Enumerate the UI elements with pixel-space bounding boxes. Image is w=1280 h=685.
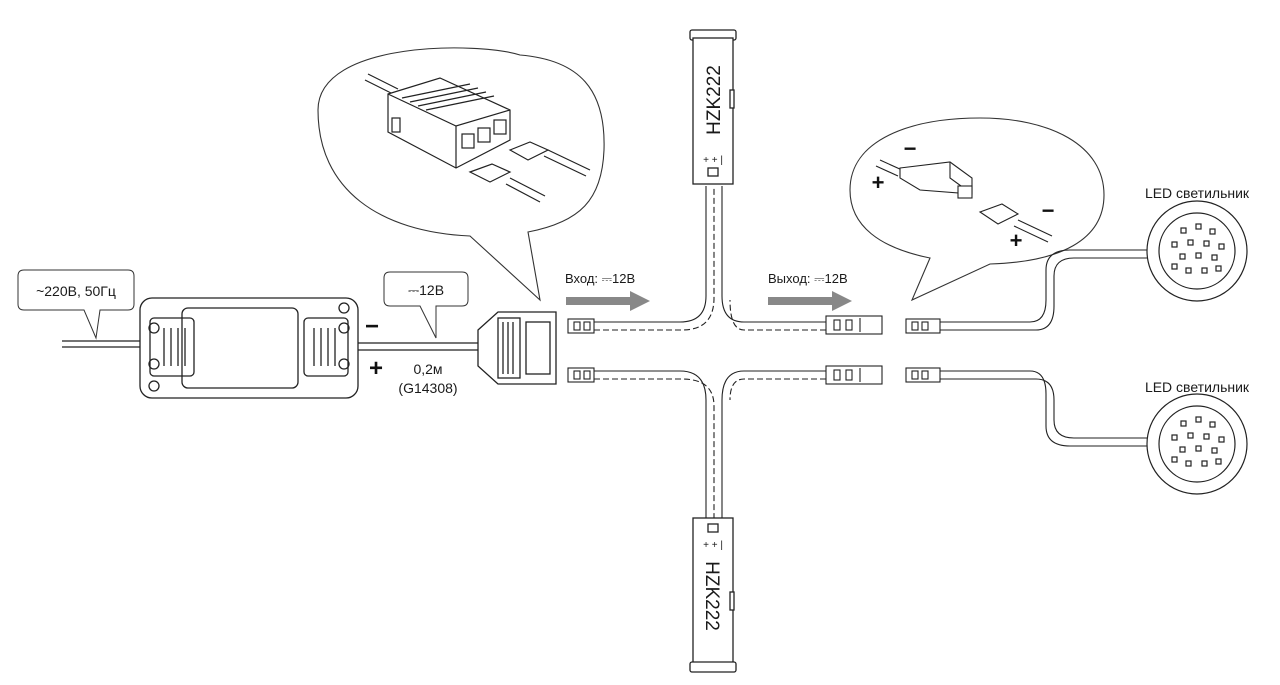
socket-connector (825, 315, 883, 335)
led-light-bottom-label: LED светильник (1145, 379, 1250, 395)
mains-cable (62, 340, 140, 348)
led-wiring (940, 249, 1150, 447)
callout-plus-sign: + (872, 170, 885, 195)
connector-pair-icon (875, 159, 1053, 243)
output-voltage-bubble: ⎓12В (383, 271, 469, 339)
switch-wiring (594, 186, 826, 520)
callout-minus-sign-2: − (1042, 198, 1055, 223)
led-light-top (1146, 200, 1248, 302)
hzk222-switch-bottom (689, 517, 737, 673)
input-voltage-label: Вход: ⎓12В (565, 271, 635, 286)
socket-connector (825, 365, 883, 385)
power-supply (139, 297, 359, 399)
screw-icon (148, 358, 160, 370)
connector-detail-callout: − + − + (849, 117, 1105, 302)
switch-bottom-model-label: HZK222 (701, 561, 722, 631)
distributor-block (477, 311, 557, 385)
switch-top-model-label: HZK222 (704, 65, 725, 135)
plug-connector (567, 367, 595, 383)
plug-connector (905, 367, 941, 383)
switch-top-pin-marks: + + | (703, 155, 723, 166)
plug-connector (905, 318, 941, 334)
mains-label-bubble: ~220В, 50Гц (17, 269, 135, 340)
screw-icon (338, 302, 350, 314)
output-voltage-label: ⎓12В (408, 282, 444, 298)
output-arrow-icon (768, 291, 852, 311)
output-cable (358, 342, 478, 351)
supply-plus-sign: + (369, 355, 383, 382)
plug-connector (567, 318, 595, 334)
supply-minus-sign: − (365, 313, 379, 340)
screw-icon (148, 380, 160, 392)
screw-icon (338, 358, 350, 370)
callout-plus-sign-2: + (1010, 228, 1023, 253)
callout-minus-sign: − (904, 136, 917, 161)
mains-voltage-label: ~220В, 50Гц (36, 283, 116, 299)
screw-icon (148, 322, 160, 334)
cable-length-label: 0,2м (413, 361, 442, 377)
input-arrow-icon (566, 291, 650, 311)
output-voltage-flow-label: Выход: ⎓12В (768, 271, 848, 286)
led-light-top-label: LED светильник (1145, 185, 1250, 201)
cable-code-label: (G14308) (398, 380, 457, 396)
hzk222-switch-top (689, 29, 737, 185)
screw-icon (338, 322, 350, 334)
led-light-bottom (1146, 393, 1248, 495)
switch-bottom-pin-marks: + + | (703, 540, 723, 551)
distributor-detail-callout (317, 47, 605, 302)
distributor-3d-icon (364, 73, 591, 203)
